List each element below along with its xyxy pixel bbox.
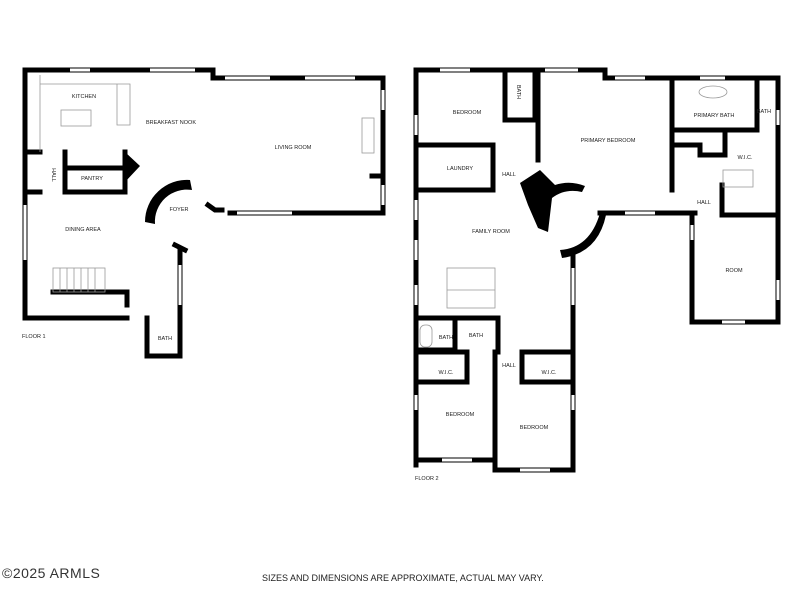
room-label-bedroom-sw: BEDROOM xyxy=(446,412,475,418)
room-label-primary-bedroom: PRIMARY BEDROOM xyxy=(581,138,636,144)
room-label-bath-sw2: BATH xyxy=(469,333,483,339)
floor2-fixtures xyxy=(419,85,754,348)
room-label-bedroom-s: BEDROOM xyxy=(520,425,549,431)
room-label-living-room: LIVING ROOM xyxy=(275,145,312,151)
room-label-wic-sw: W.I.C. xyxy=(439,370,454,376)
floor1-walls xyxy=(22,67,386,359)
room-label-bedroom-nw: BEDROOM xyxy=(453,110,482,116)
room-label-laundry: LAUNDRY xyxy=(447,166,474,172)
room-label-dining-area: DINING AREA xyxy=(65,227,101,233)
room-label-hall-s: HALL xyxy=(502,363,516,369)
room-label-hall: HALL xyxy=(50,168,56,182)
room-label-pantry: PANTRY xyxy=(81,176,103,182)
room-label-bath-ne: BATH xyxy=(757,109,771,115)
room-label-breakfast-nook: BREAKFAST NOOK xyxy=(146,120,196,126)
room-label-hall-n: HALL xyxy=(502,172,516,178)
room-label-hall-e: HALL xyxy=(697,200,711,206)
floor1-fixtures xyxy=(39,75,375,293)
room-label-bath-nw: BATH xyxy=(515,85,521,99)
room-label-bath: BATH xyxy=(158,336,172,342)
room-label-primary-bath: PRIMARY BATH xyxy=(694,113,735,119)
room-label-bath-sw1: BATH xyxy=(439,335,453,341)
disclaimer-text: SIZES AND DIMENSIONS ARE APPROXIMATE, AC… xyxy=(262,573,544,583)
copyright-watermark: ©2025 ARMLS xyxy=(2,565,101,581)
floor2-walls xyxy=(413,67,781,473)
room-label-wic-s: W.I.C. xyxy=(542,370,557,376)
room-label-family-room: FAMILY ROOM xyxy=(472,229,510,235)
room-label-room: ROOM xyxy=(725,268,743,274)
room-label-foyer: FOYER xyxy=(170,207,189,213)
floor1-label: FLOOR 1 xyxy=(22,334,46,340)
room-label-wic-primary: W.I.C. xyxy=(738,155,753,161)
floor2-label: FLOOR 2 xyxy=(415,476,439,482)
room-label-kitchen: KITCHEN xyxy=(72,94,96,100)
